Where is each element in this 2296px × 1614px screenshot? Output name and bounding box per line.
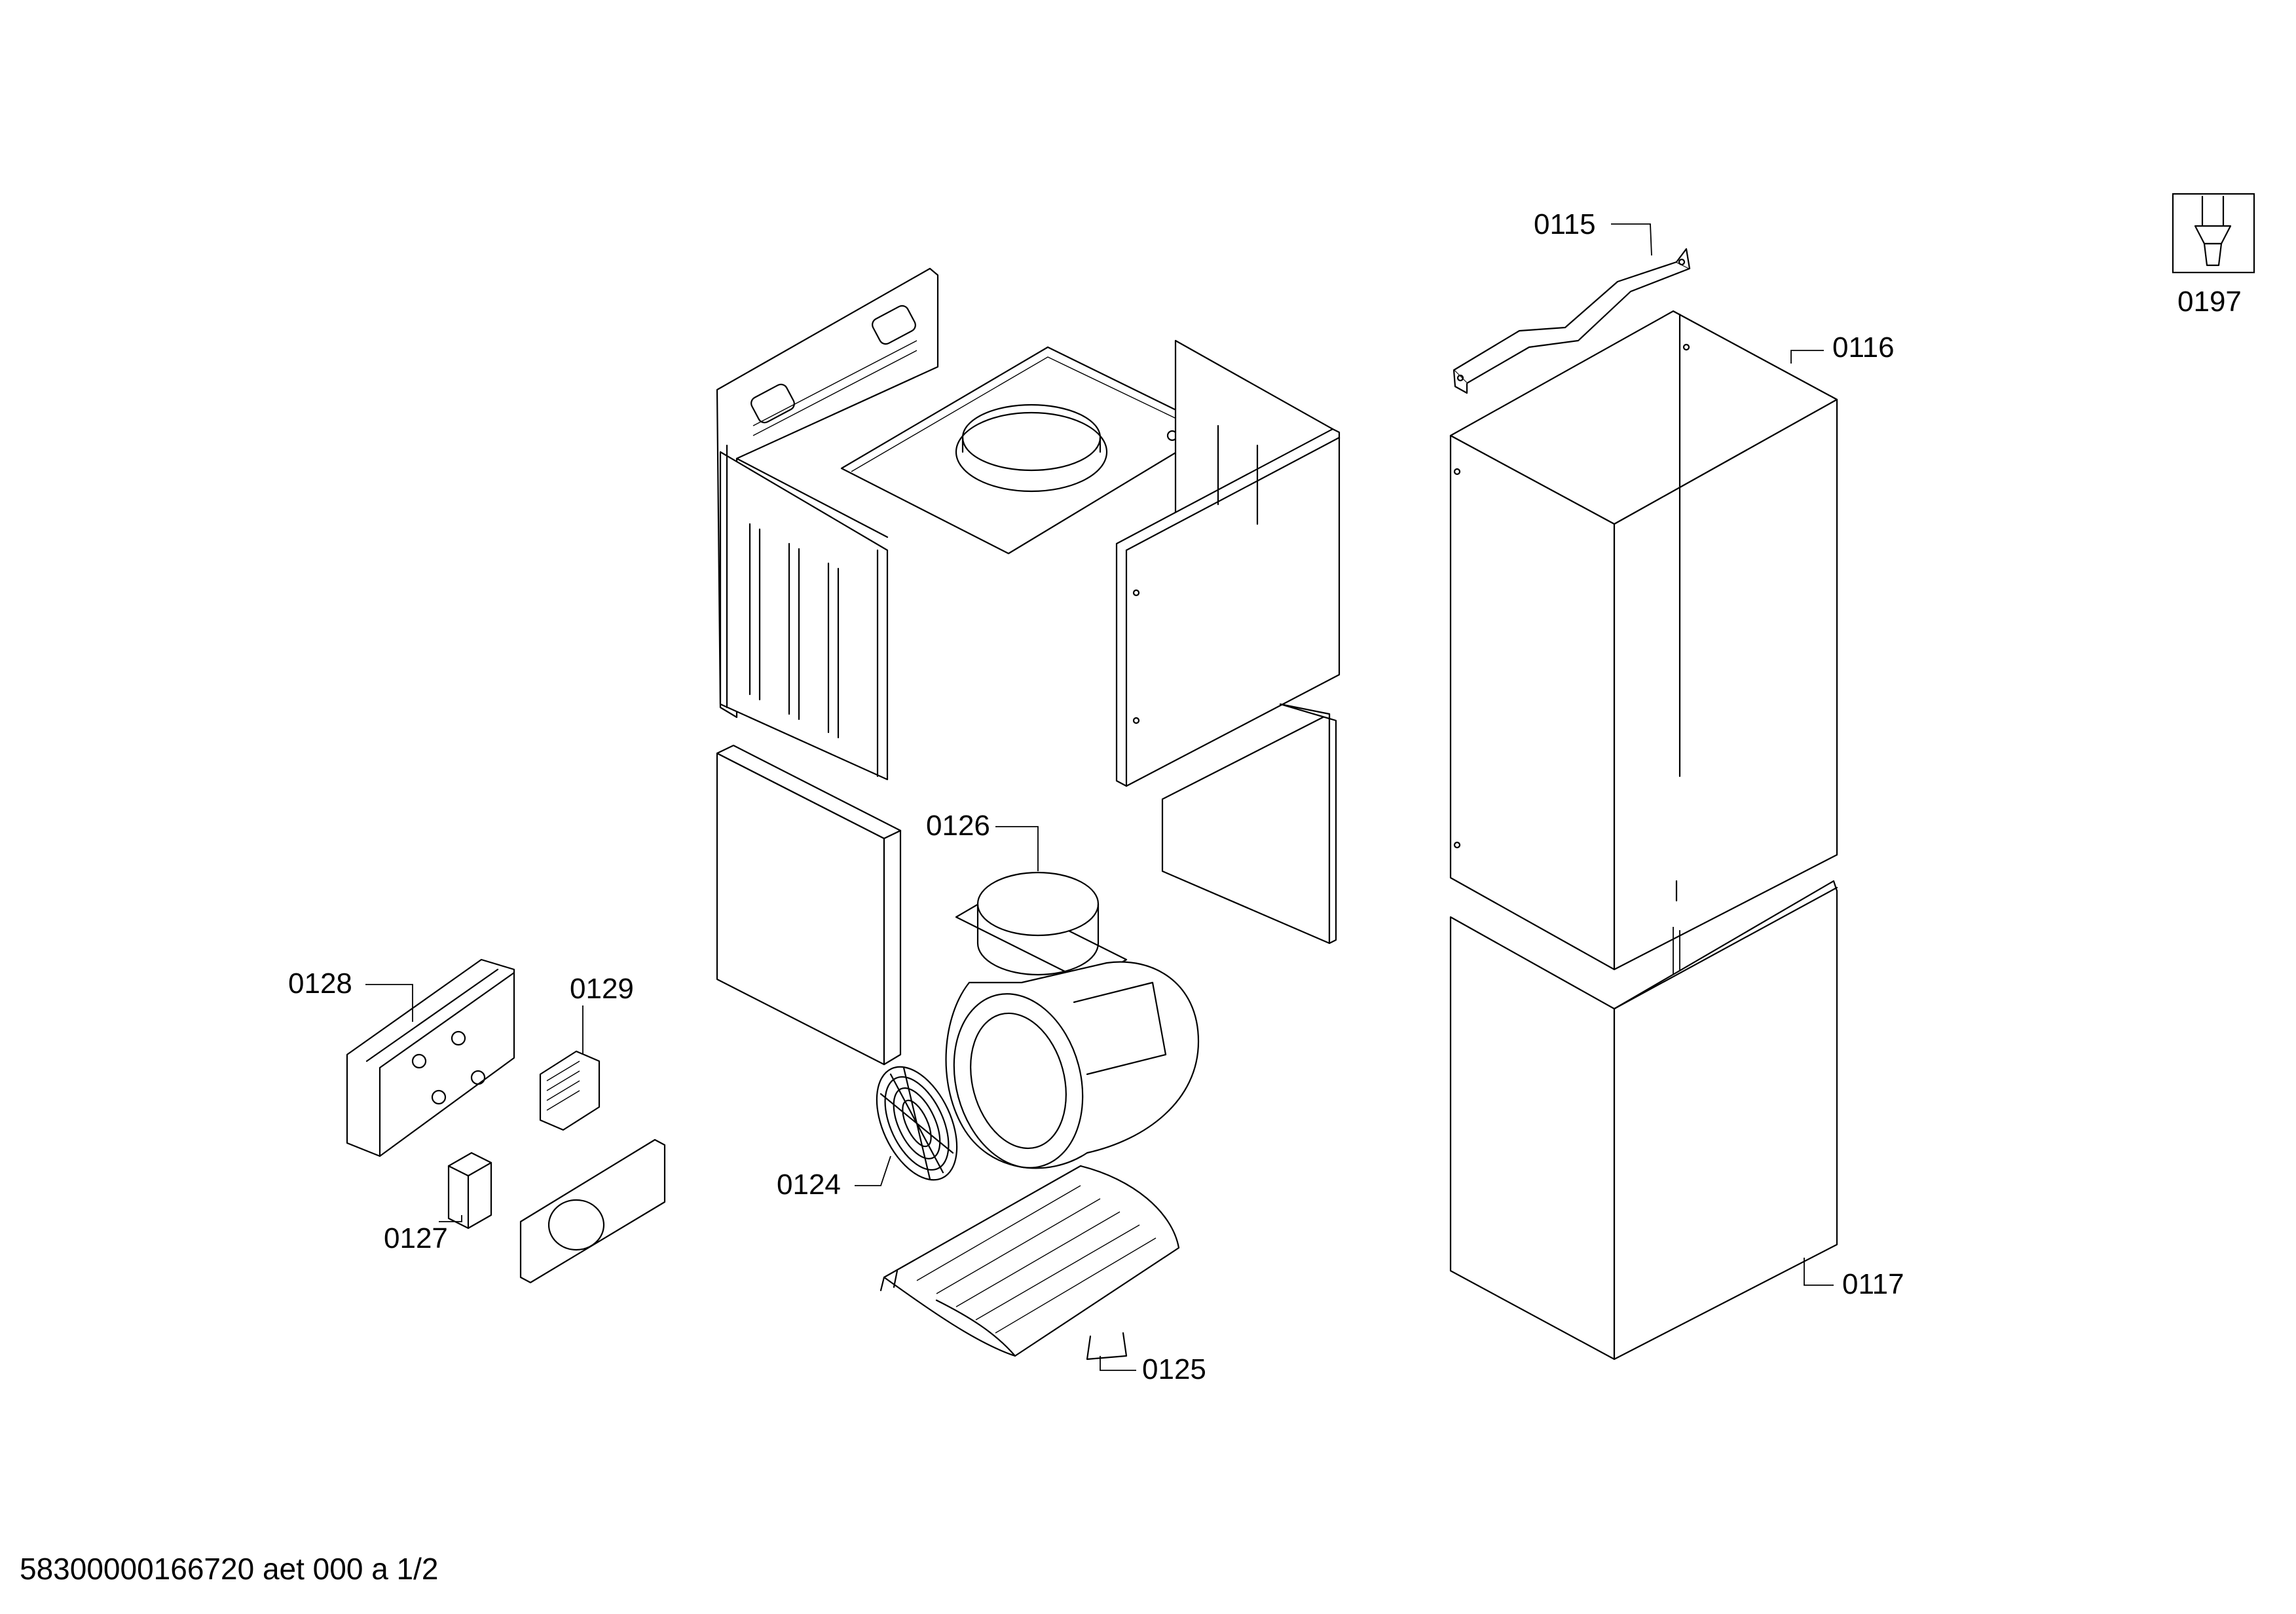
chimney-lower-0117 [1449,880,1838,1361]
chimney-upper-0116 [1449,310,1838,971]
fan-guard-0124 [876,1066,958,1181]
frame-top-plate [840,346,1216,555]
label-0126: 0126 [926,810,990,842]
small-component-0127 [447,1152,492,1229]
label-0117: 0117 [1842,1268,1904,1300]
screw-icon [2172,193,2255,274]
label-0127: 0127 [384,1222,448,1254]
label-0115: 0115 [1534,208,1596,240]
part-labels: 0115 0116 0117 0124 0125 0126 0127 0128 … [288,208,2242,1385]
label-0129: 0129 [570,973,634,1005]
control-housing-0128 [346,958,515,1157]
panel-right [1161,703,1337,945]
label-0124: 0124 [777,1169,841,1201]
label-0116: 0116 [1832,331,1895,364]
electronics-module-0129 [519,1050,666,1284]
label-0197: 0197 [2177,286,2242,318]
mounting-bracket-0115 [1453,248,1691,394]
blower-housing-0126 [945,871,1200,1169]
frame-right-panel [1115,339,1341,787]
label-0125: 0125 [1142,1353,1206,1385]
leader-lines [365,223,1834,1371]
document-code: 58300000166720 aet 000 a 1/2 [20,1552,439,1586]
frame-left-panel [716,267,939,781]
filter-tray-0125 [880,1165,1180,1361]
panel-left [716,744,902,1066]
label-0128: 0128 [288,967,352,1000]
